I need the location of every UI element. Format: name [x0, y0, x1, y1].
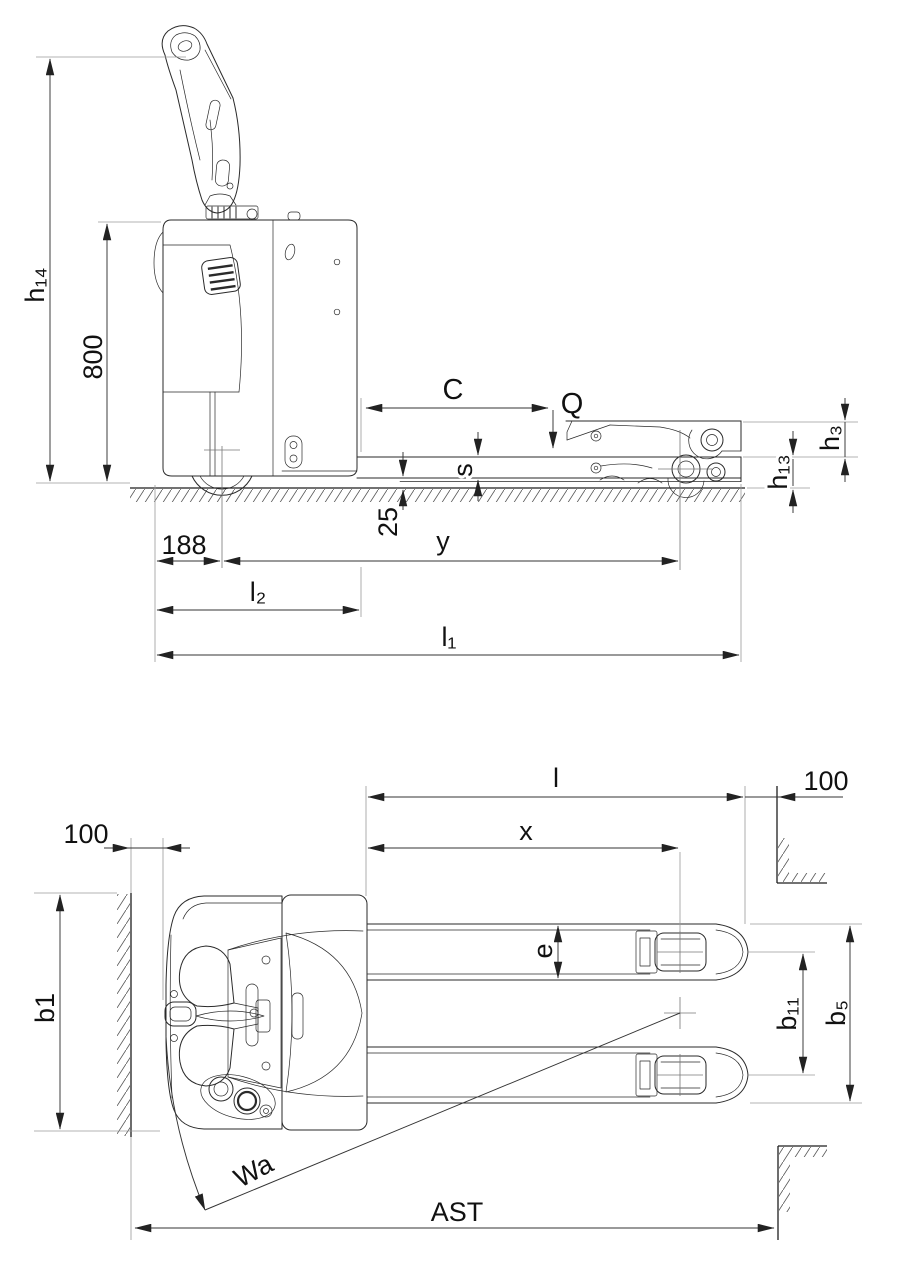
- dim-label-800: 800: [78, 334, 108, 379]
- screw-icon: [261, 955, 271, 965]
- dim-label-wa: Wa: [229, 1148, 279, 1193]
- fork-raised-side: [565, 420, 742, 460]
- dim-label-100-left: 100: [63, 819, 108, 849]
- fork-lowered-side: [356, 454, 742, 498]
- truck-side-profile: [153, 25, 358, 496]
- plan-view: 100 l 100 x b1 e b₁₁ b₅ Wa AST: [30, 763, 862, 1240]
- dim-label-l1: l₁: [441, 622, 456, 652]
- dim-label-x: x: [519, 816, 533, 846]
- dim-label-s: s: [448, 463, 478, 477]
- dim-label-l2: l₂: [250, 577, 266, 607]
- ground-side: [130, 487, 745, 502]
- dim-label-ast: AST: [431, 1197, 484, 1227]
- screw-icon: [333, 258, 341, 266]
- tiller-arm: [161, 25, 241, 214]
- dim-label-e: e: [528, 943, 558, 958]
- tiller-plan: [164, 945, 271, 1087]
- dim-label-q: Q: [561, 388, 584, 420]
- dim-label-25: 25: [373, 507, 403, 537]
- horn-buttons: [200, 1074, 276, 1120]
- fork-lower-plan: [366, 1046, 749, 1104]
- extension-lines-plan: [34, 786, 862, 1240]
- dim-label-b1: b1: [30, 993, 60, 1023]
- wall-corner-bottom-right: [777, 1145, 827, 1240]
- truck-plan-outline: [164, 894, 368, 1131]
- dim-label-100-right: 100: [803, 766, 848, 796]
- vent-detail: [284, 243, 296, 261]
- dimensions-plan: 100 l 100 x b1 e b₁₁ b₅ Wa AST: [30, 763, 855, 1233]
- wall-corner-top-right: [776, 786, 827, 884]
- dim-label-b5: b₅: [821, 1000, 851, 1026]
- dim-label-h3: h₃: [815, 425, 845, 451]
- dimensions-side: h₁₄ 800 C Q s 25 y 188 l₂ l₁ h₃: [20, 58, 850, 660]
- dim-label-b11: b₁₁: [772, 997, 802, 1030]
- wall-left: [117, 893, 132, 1137]
- screw-icon: [333, 308, 341, 316]
- dim-label-188: 188: [161, 530, 206, 560]
- dim-label-h13: h₁₃: [763, 454, 793, 489]
- dim-label-l: l: [553, 763, 559, 793]
- dim-label-y: y: [436, 526, 450, 556]
- fork-upper-plan: [366, 923, 749, 981]
- dim-label-c: C: [443, 374, 464, 406]
- side-view: h₁₄ 800 C Q s 25 y 188 l₂ l₁ h₃: [20, 25, 858, 662]
- turning-radius-wa: Wa: [165, 1012, 681, 1211]
- screw-icon: [261, 1061, 271, 1071]
- dim-label-h14: h₁₄: [20, 267, 50, 302]
- grille: [201, 257, 241, 295]
- key-switch: [284, 435, 303, 469]
- extension-lines-side: [36, 56, 858, 662]
